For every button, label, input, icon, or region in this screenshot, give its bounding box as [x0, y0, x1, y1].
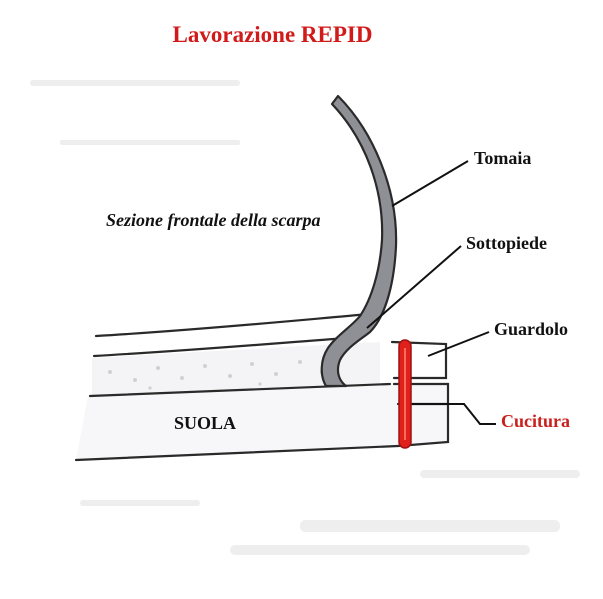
- sottopiede-top-line: [94, 312, 372, 338]
- leader-cucitura: [412, 403, 496, 425]
- suola-edge-outline: [392, 382, 450, 448]
- midsole-dots: [108, 360, 324, 390]
- guardolo-outline: [390, 340, 448, 380]
- tomaia-upper: [320, 94, 398, 388]
- label-suola: SUOLA: [174, 413, 237, 433]
- suola-bottom-line: [74, 444, 400, 462]
- midsole-layer: [92, 342, 380, 396]
- background-texture: [30, 80, 580, 555]
- label-sottopiede: Sottopiede: [466, 233, 547, 253]
- leader-tomaia: [391, 160, 469, 207]
- leader-guardolo: [427, 331, 490, 357]
- label-cucitura: Cucitura: [501, 411, 570, 431]
- layer-outlines: [74, 312, 450, 462]
- diagram-title: Lavorazione REPID: [172, 22, 373, 47]
- leader-lines: [366, 160, 496, 425]
- sottopiede-bottom-line: [92, 336, 350, 358]
- midsole-bottom-line: [88, 382, 392, 398]
- label-guardolo: Guardolo: [494, 319, 569, 339]
- suola-body: [76, 382, 448, 460]
- leader-sottopiede: [366, 245, 462, 329]
- section-caption: Sezione frontale della scarpa: [106, 210, 321, 230]
- label-tomaia: Tomaia: [474, 148, 532, 168]
